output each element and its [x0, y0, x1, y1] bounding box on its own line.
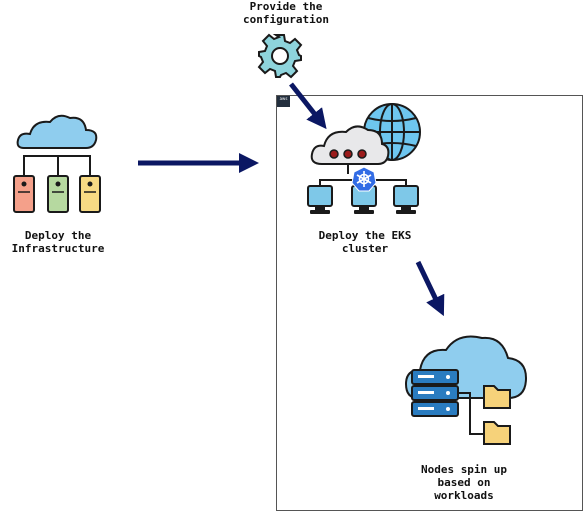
eks-cluster-icon: [307, 103, 421, 214]
provide-config-label: Provide the configuration: [242, 0, 330, 26]
nodes-spin-up-label: Nodes spin up based on workloads: [420, 463, 508, 502]
cloud-infrastructure-icon: [13, 114, 101, 213]
kubernetes-icon: [351, 166, 377, 192]
gear-icon: [257, 33, 303, 79]
arrow-config-to-eks: [289, 82, 327, 130]
arrow-eks-to-nodes: [415, 260, 445, 317]
deploy-infra-label: Deploy the Infrastructure: [11, 229, 105, 255]
aws-logo-icon: aws: [277, 96, 290, 107]
aws-account-boundary: [276, 95, 583, 511]
cloud-server-icon: [404, 335, 528, 445]
deploy-eks-label: Deploy the EKS cluster: [318, 229, 412, 255]
